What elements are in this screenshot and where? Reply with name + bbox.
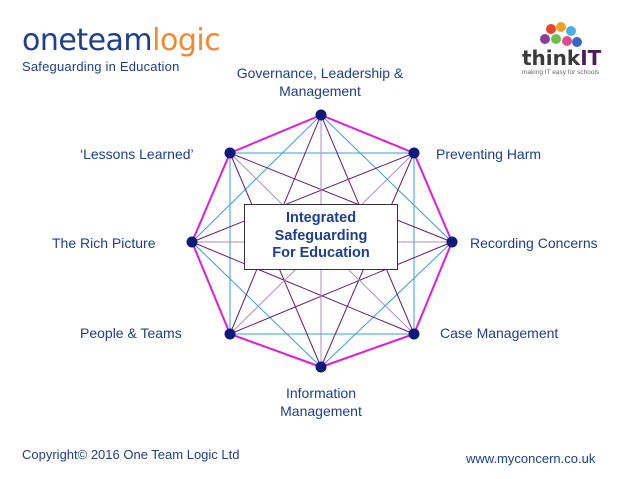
thinkit-logo: thinkIT making IT easy for schools — [522, 20, 602, 76]
link-skip2 — [320, 114, 453, 243]
label-information-management: Information Management — [280, 385, 362, 419]
octagon-edge — [413, 152, 453, 243]
label-rich-picture: The Rich Picture — [52, 235, 156, 251]
logo-wordmark: oneteamlogic — [22, 23, 221, 58]
octagon-edge — [320, 333, 415, 368]
thinkit-wordmark: thinkIT — [522, 46, 602, 70]
octagon-edge — [191, 241, 231, 335]
label-case-management: Case Management — [440, 325, 559, 341]
octagon-edge — [229, 114, 322, 154]
label-people-teams: People & Teams — [80, 325, 182, 341]
link-skip3 — [229, 241, 453, 335]
thinkit-tagline: making IT easy for schools — [522, 69, 600, 76]
octagon-edge — [229, 333, 322, 368]
copyright-text: Copyright© 2016 One Team Logic Ltd — [22, 447, 240, 462]
label-recording-concerns: Recording Concerns — [470, 235, 598, 251]
node-recording — [446, 236, 458, 248]
node-information — [315, 361, 327, 373]
website-url: www.myconcern.co.uk — [466, 451, 596, 466]
link-skip2 — [320, 241, 453, 368]
logo-tagline: Safeguarding in Education — [22, 59, 180, 74]
octagon-edge — [320, 114, 415, 154]
integrated-safeguarding-box: Integrated Safeguarding For Education — [244, 204, 398, 270]
octagon-edge — [413, 241, 453, 335]
link-skip3 — [229, 152, 453, 243]
node-rich — [186, 236, 198, 248]
link-skip3 — [191, 241, 415, 335]
node-lessons — [224, 147, 236, 159]
label-preventing-harm: Preventing Harm — [436, 146, 542, 162]
link-skip3 — [191, 152, 415, 243]
node-case — [408, 328, 420, 340]
label-governance: Governance, Leadership & Management — [236, 65, 404, 99]
node-governance — [315, 109, 327, 121]
label-lessons-learned: ‘Lessons Learned’ — [80, 146, 194, 162]
node-preventing — [408, 147, 420, 159]
oneteamlogic-logo: oneteamlogic Safeguarding in Education — [22, 23, 221, 75]
link-skip2 — [191, 241, 322, 368]
device-bubbles-icon — [532, 20, 582, 50]
octagon-edge — [191, 152, 231, 243]
node-people — [224, 328, 236, 340]
